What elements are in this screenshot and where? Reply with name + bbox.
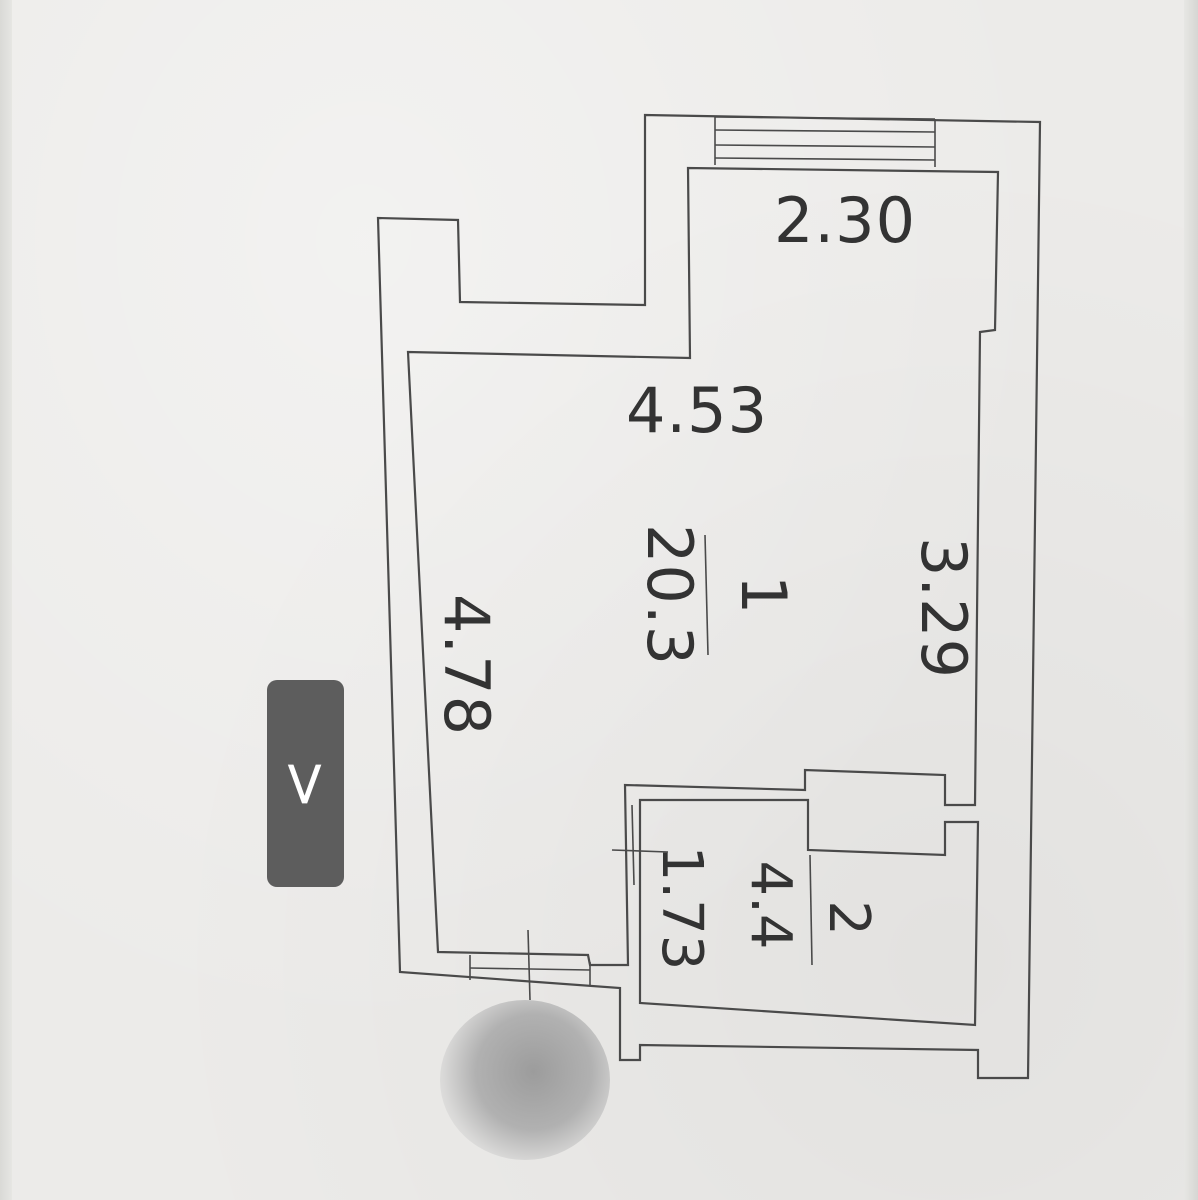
balcony-width-label: 2.30	[774, 184, 916, 257]
left-edge	[0, 0, 12, 1200]
chevron-right-icon: >	[269, 757, 343, 810]
left-wall-length-label: 4.78	[430, 594, 503, 736]
bathroom-length-label: 1.73	[649, 846, 714, 971]
right-edge	[1184, 0, 1198, 1200]
room2-fraction-line	[809, 854, 813, 966]
room-top-width-label: 4.53	[626, 374, 768, 447]
balcony-window	[714, 116, 936, 167]
room1-fraction-line	[704, 534, 709, 656]
blurred-watermark	[440, 1000, 610, 1160]
next-image-button[interactable]: >	[267, 680, 344, 887]
outer-wall	[376, 113, 1042, 1080]
right-wall-length-label: 3.29	[907, 537, 980, 679]
entrance-door	[469, 929, 591, 1001]
main-room-inner-wall	[406, 166, 1000, 967]
room1-number: 1	[727, 575, 800, 615]
bathroom-door	[611, 804, 669, 890]
room1-area: 20.3	[633, 524, 706, 666]
bathroom-wall	[638, 798, 980, 1027]
room2-area: 4.4	[738, 860, 803, 949]
room2-number: 2	[816, 900, 881, 936]
paper-sheet	[12, 0, 1184, 1200]
